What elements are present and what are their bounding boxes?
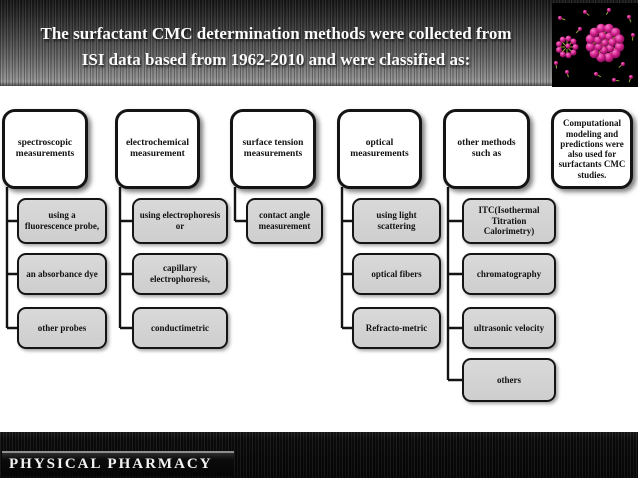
- method-item-box-2-2: capillary electrophoresis,: [132, 253, 228, 295]
- method-item-box-1-1: using a fluorescence probe,: [17, 198, 107, 244]
- method-item-box-5-1: ITC(Isothermal Titration Calorimetry): [462, 198, 556, 244]
- method-item-box-5-4: others: [462, 358, 556, 402]
- method-item-box-3-1: contact angle measurement: [246, 198, 323, 244]
- method-item-box-1-3: other probes: [17, 307, 107, 349]
- footer-course-label: PHYSICAL PHARMACY: [2, 451, 234, 476]
- method-item-box-1-2: an absorbance dye: [17, 253, 107, 295]
- method-item-box-4-3: Refracto-metric: [352, 307, 441, 349]
- method-item-box-4-1: using light scattering: [352, 198, 441, 244]
- micelle-illustration-icon: [552, 3, 638, 87]
- method-item-box-2-1: using electrophoresis or: [132, 198, 228, 244]
- slide-header: The surfactant CMC determination methods…: [0, 0, 638, 86]
- method-item-box-4-2: optical fibers: [352, 253, 441, 295]
- slide-footer: PHYSICAL PHARMACY: [0, 432, 638, 478]
- title-line-2: ISI data based from 1962-2010 and were c…: [81, 49, 471, 69]
- method-category-box-4: optical measurements: [337, 109, 422, 189]
- method-item-box-5-3: ultrasonic velocity: [462, 307, 556, 349]
- method-category-box-6: Computational modeling and predictions w…: [551, 109, 633, 189]
- method-category-box-5: other methods such as: [443, 109, 530, 189]
- slide-title: The surfactant CMC determination methods…: [0, 21, 552, 72]
- method-category-box-2: electrochemical measurement: [115, 109, 200, 189]
- method-category-box-1: spectroscopic measurements: [2, 109, 88, 189]
- micelle-image: [552, 3, 638, 87]
- title-line-1: The surfactant CMC determination methods…: [40, 24, 512, 43]
- method-item-box-2-3: conductimetric: [132, 307, 228, 349]
- method-category-box-3: surface tension measurements: [230, 109, 316, 189]
- method-item-box-5-2: chromatography: [462, 253, 556, 295]
